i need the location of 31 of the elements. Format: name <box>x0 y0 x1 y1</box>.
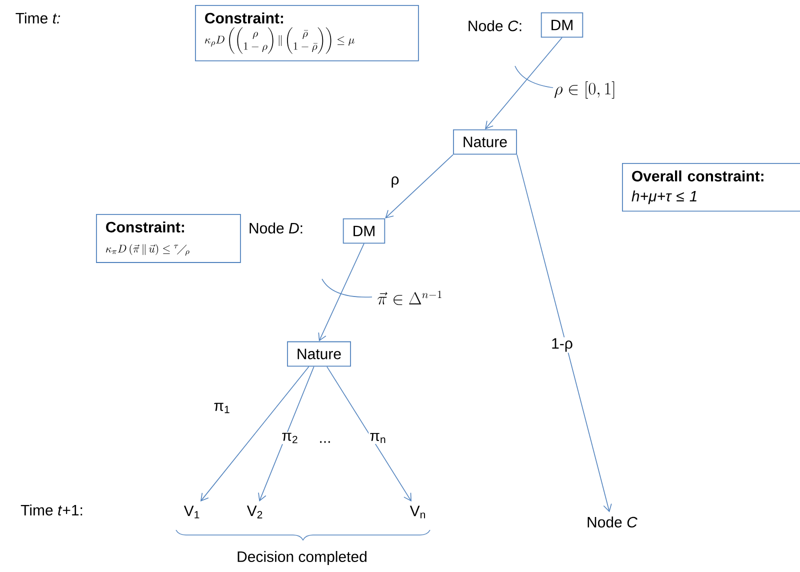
outcome-label: V$_{n}$ <box>410 506 425 518</box>
node-label: Node C: <box>468 20 522 32</box>
edge-label: $\rho\in[0,1]$ <box>553 80 617 100</box>
brace-label: Decision completed <box>238 551 366 565</box>
decision-box: Nature <box>453 129 517 155</box>
time-label: Time t: <box>16 12 60 24</box>
outcome-label: V$_{1}$ <box>184 506 200 518</box>
outcome-label: V$_{2}$ <box>246 506 262 518</box>
arrow <box>485 37 562 130</box>
time-label: Time t+1: <box>20 504 82 516</box>
constraint-box: Overall constraint: h+μ+τ ≤ 1 <box>622 163 800 212</box>
decision-box: DM <box>540 12 584 38</box>
edge-label: π$_{n}$ <box>368 432 388 444</box>
decision-box: Nature <box>287 341 351 367</box>
constraint-box: Constraint: $\kappa_\pi D\left(\vec\pi\,\Vert\,\vec u\right)\le {}^{\tau}\!\diagup\!{}_{\rho}$ <box>96 214 241 263</box>
ellipsis: ... <box>320 441 330 443</box>
edge-label: $\vec\pi\in\Delta^{n-1}$ <box>376 290 444 306</box>
edge-label: 1-ρ <box>550 337 574 353</box>
arrow <box>318 243 364 342</box>
edge-label: ρ <box>390 175 400 189</box>
arrow <box>385 154 454 218</box>
decision-box: DM <box>342 218 386 244</box>
node-label: Node D: <box>250 222 302 234</box>
arrow <box>326 366 412 502</box>
arrow <box>258 366 314 502</box>
edge-label: π$_{1}$ <box>212 402 232 414</box>
edge-label: π$_{2}$ <box>280 432 300 444</box>
constraint-box: Constraint: $\kappa_\rho D\left(\begin{pmatrix}\rho\\ 1-\rho\end{pmatrix}\Vert\begin{pmatrix}\bar\rho\\ 1-\bar\rho\end{pmatrix}\right)\le\mu$ <box>195 5 419 62</box>
arrow <box>516 154 612 512</box>
arrow <box>200 366 310 502</box>
outcome-label: Node C <box>588 516 638 528</box>
